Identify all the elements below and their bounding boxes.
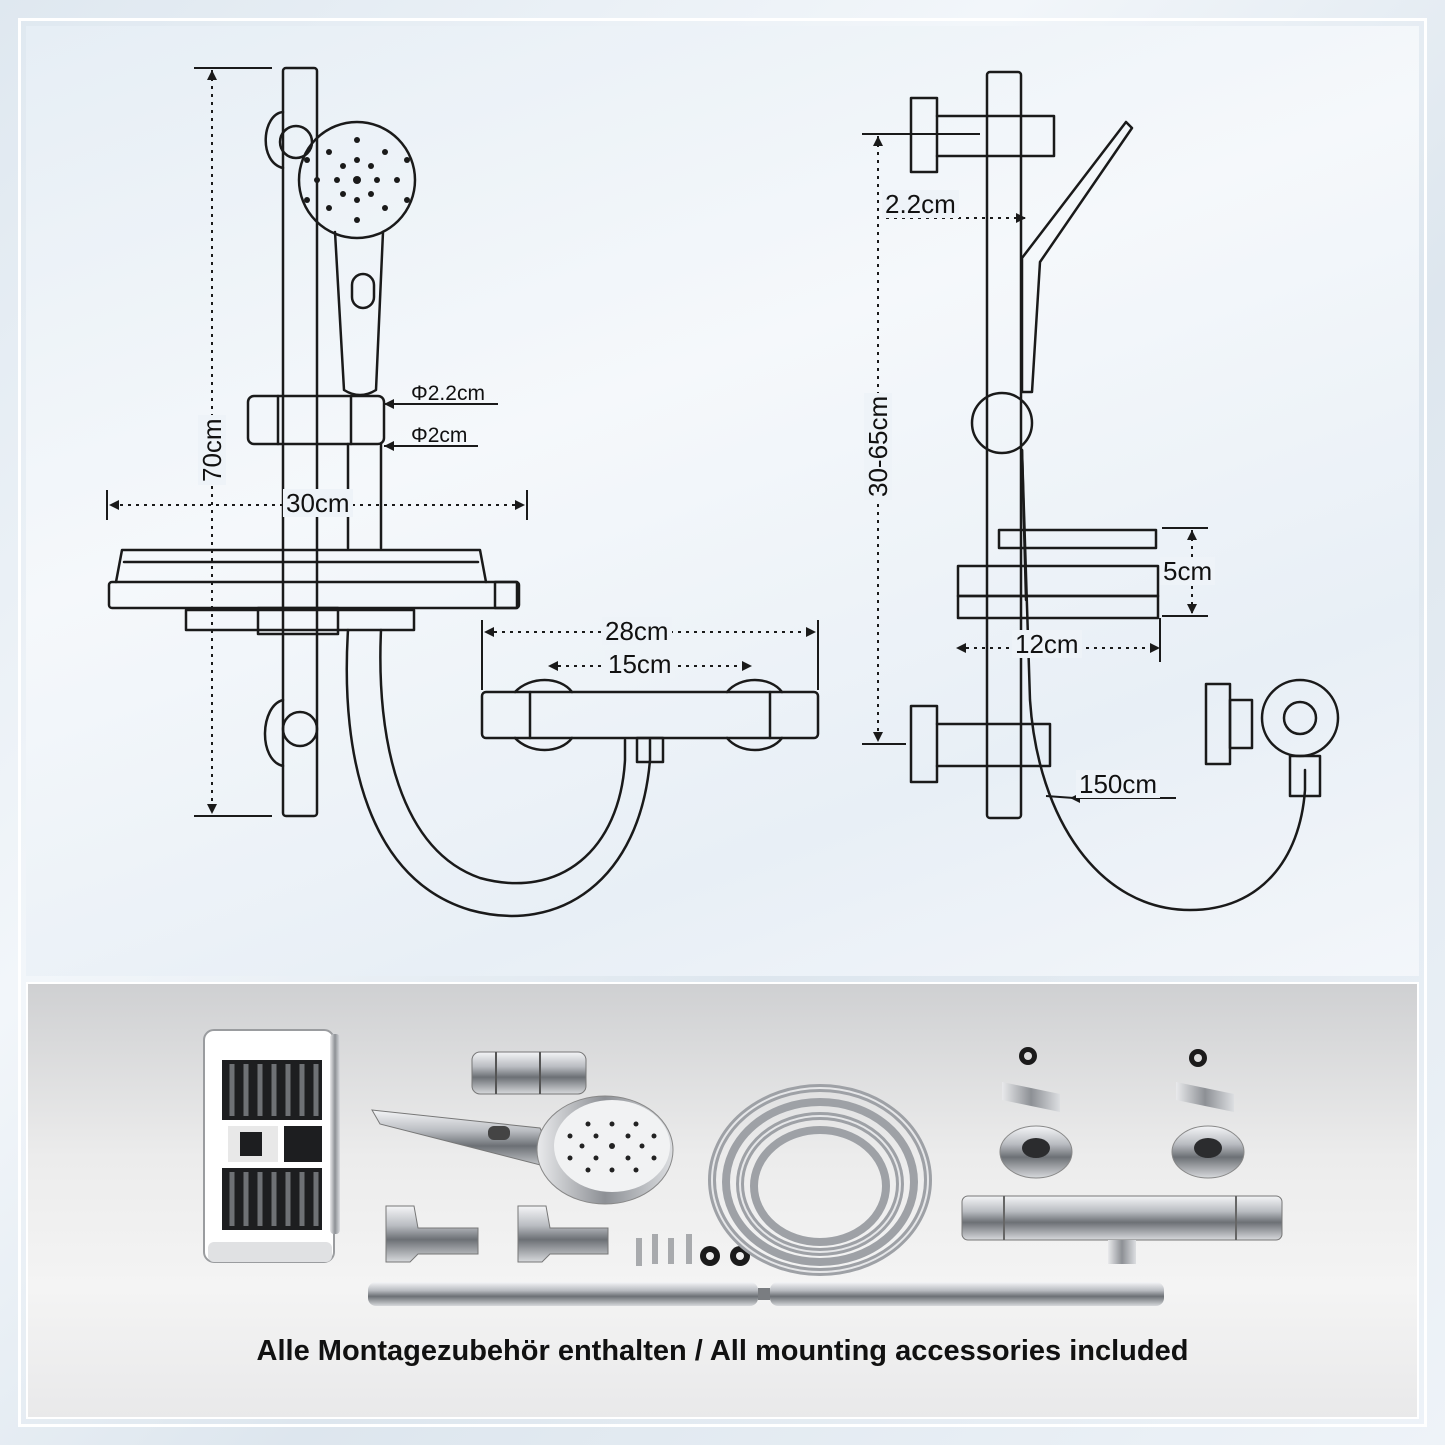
rail-rods — [368, 1282, 1164, 1306]
side-view — [909, 70, 1340, 912]
front-view — [107, 66, 820, 918]
extension-lines — [106, 67, 1208, 817]
slider-holder — [471, 1051, 587, 1095]
dim-inlet-spacing: 15cm — [605, 650, 675, 678]
hand-shower — [371, 1095, 674, 1205]
shelf-tray — [203, 1029, 340, 1263]
nozzle-dots — [304, 137, 410, 223]
connectors — [999, 1047, 1245, 1179]
dim-shelf-height: 5cm — [1160, 557, 1216, 585]
dim-hose-length: 150cm — [1076, 770, 1161, 798]
wall-brackets — [385, 1205, 609, 1263]
dim-bracket-offset: 2.2cm — [882, 190, 959, 218]
arrow-heads — [109, 70, 1197, 814]
dim-mixer-width: 28cm — [602, 617, 672, 645]
thermostatic-mixer — [961, 1195, 1283, 1264]
dim-rod-diameter-outer: Φ2.2cm — [411, 382, 485, 405]
dim-shelf-depth: 12cm — [1012, 630, 1082, 658]
dim-shelf-width: 30cm — [283, 489, 353, 517]
technical-drawing-panel — [26, 26, 1419, 976]
hose-texture — [711, 1087, 929, 1273]
accessories-caption: Alle Montagezubehör enthalten / All moun… — [256, 1335, 1189, 1367]
dim-rod-diameter-inner: Φ2cm — [411, 424, 468, 447]
